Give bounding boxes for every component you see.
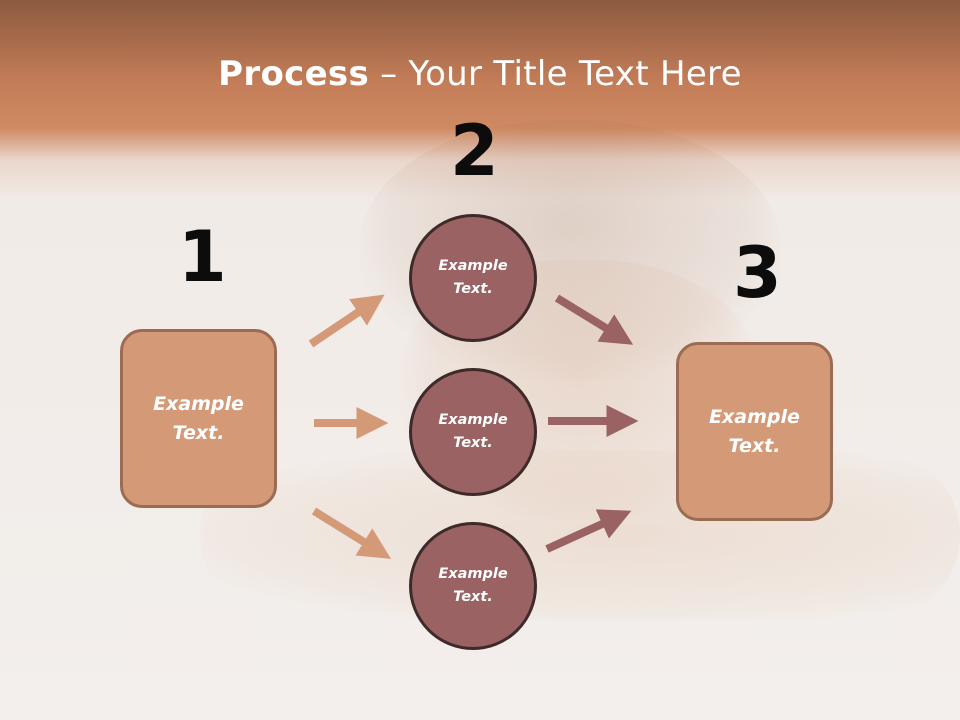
left-box-line2: Text. (172, 421, 225, 444)
arrow-top-to-right (554, 294, 634, 345)
circle-bottom-line1: Example (438, 566, 508, 582)
title-rest: – Your Title Text Here (369, 54, 742, 94)
slide-title: Process – Your Title Text Here (0, 54, 960, 94)
title-bold: Process (218, 54, 370, 94)
circle-top-line1: Example (438, 258, 508, 274)
right-box-line1: Example (709, 405, 800, 428)
step-number-2: 2 (450, 110, 499, 192)
circle-bottom-line2: Text. (453, 589, 493, 605)
circle-top-line2: Text. (453, 281, 493, 297)
circle-middle-line2: Text. (453, 435, 493, 451)
step-number-1: 1 (178, 216, 227, 298)
left-box-line1: Example (153, 392, 244, 415)
arrow-bottom-to-right (545, 509, 632, 553)
step-number-3: 3 (733, 232, 782, 314)
arrow-left-to-top (308, 294, 385, 348)
arrow-left-to-bottom (311, 507, 392, 559)
circle-middle-line1: Example (438, 412, 508, 428)
right-box-line2: Text. (728, 434, 781, 457)
